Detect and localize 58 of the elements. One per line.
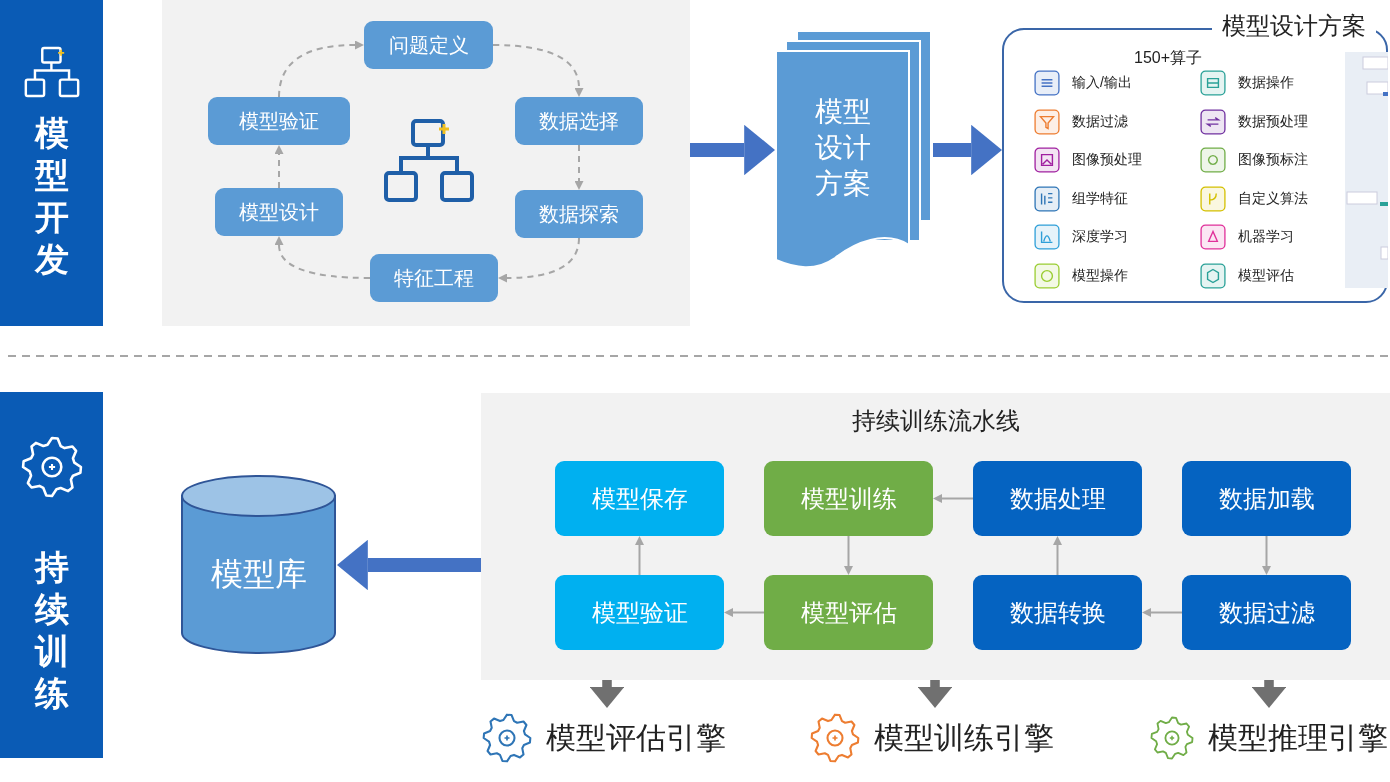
arrow xyxy=(844,535,853,575)
process-box: 数据处理 xyxy=(973,461,1142,536)
process-box: 数据转换 xyxy=(973,575,1142,650)
process-box: 模型评估 xyxy=(764,575,933,650)
dashed-arrow xyxy=(278,40,364,98)
operator-label: 图像预处理 xyxy=(1072,151,1142,169)
engine-label: 模型评估引擎 xyxy=(546,719,726,756)
operator-label: 机器学习 xyxy=(1238,228,1294,246)
panel-background xyxy=(162,0,690,326)
dashed-arrow xyxy=(498,237,580,283)
process-box: 数据加载 xyxy=(1182,461,1351,536)
block-arrow xyxy=(589,680,625,708)
process-box: 特征工程 xyxy=(370,254,498,302)
operator-label: 数据操作 xyxy=(1238,74,1294,92)
process-box: 模型验证 xyxy=(555,575,724,650)
section-title: 持续训练 xyxy=(33,547,70,714)
section-band xyxy=(0,0,103,326)
operator-label: 深度学习 xyxy=(1072,228,1128,246)
arrow xyxy=(1142,608,1183,617)
dashed-arrow xyxy=(574,144,584,190)
operator-label: 模型评估 xyxy=(1238,266,1294,285)
panel-title: 持续训练流水线 xyxy=(850,406,1021,436)
panel-background xyxy=(481,393,1390,680)
arrow xyxy=(635,536,644,576)
panel-subtitle: 150+算子 xyxy=(1134,48,1203,68)
operator-label: 输入/输出 xyxy=(1072,74,1132,92)
cylinder-label: 模型库 xyxy=(209,555,308,594)
process-box: 模型验证 xyxy=(208,97,350,145)
section-band xyxy=(0,392,103,758)
process-box: 数据探索 xyxy=(515,190,643,238)
engine-label: 模型推理引擎 xyxy=(1208,719,1388,756)
block-arrow xyxy=(1251,680,1287,708)
section-title: 模型开发 xyxy=(33,113,70,280)
operator-label: 数据过滤 xyxy=(1072,112,1128,131)
operator-label: 组学特征 xyxy=(1072,189,1128,208)
operator-label: 图像预标注 xyxy=(1238,151,1308,169)
arrow xyxy=(724,608,765,617)
process-box: 模型保存 xyxy=(555,461,724,536)
document-label: 模型设计方案 xyxy=(814,95,872,201)
operator-label: 数据预处理 xyxy=(1238,112,1308,131)
process-box: 数据过滤 xyxy=(1182,575,1351,650)
block-arrow xyxy=(933,124,1002,176)
arrow xyxy=(1053,536,1062,576)
process-box: 模型设计 xyxy=(215,188,343,236)
arrow xyxy=(933,494,974,503)
block-arrow xyxy=(917,680,953,708)
dashed-arrow xyxy=(492,44,584,97)
dashed-arrow xyxy=(274,145,284,189)
process-box: 问题定义 xyxy=(364,21,493,69)
block-arrow xyxy=(690,124,775,176)
engine-label: 模型训练引擎 xyxy=(874,719,1054,756)
process-box: 数据选择 xyxy=(515,97,643,145)
dashed-arrow xyxy=(274,236,371,279)
operator-label: 自定义算法 xyxy=(1238,189,1308,208)
process-box: 模型训练 xyxy=(764,461,933,536)
operator-label: 模型操作 xyxy=(1072,266,1128,285)
arrow xyxy=(1262,535,1271,575)
block-arrow xyxy=(337,539,481,591)
